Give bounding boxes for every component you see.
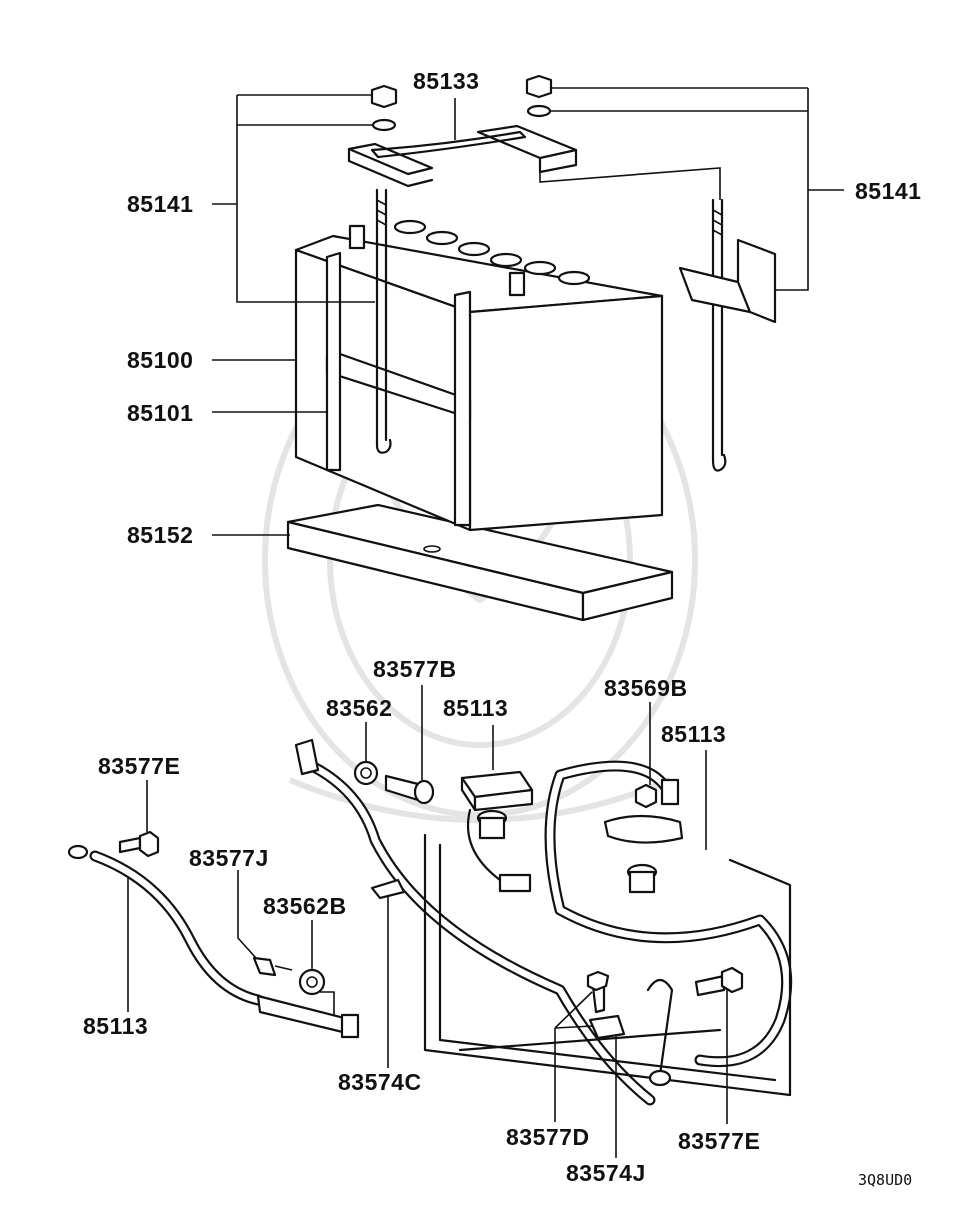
small-hardware xyxy=(118,760,744,1087)
cable-left xyxy=(67,844,360,1039)
washer-center xyxy=(353,760,379,786)
cable-right xyxy=(544,760,793,1068)
cable-harness-frame xyxy=(423,833,792,1097)
terminal-post-left xyxy=(348,224,366,250)
battery-terminals xyxy=(476,809,684,894)
label-85133: 85133 xyxy=(413,68,479,94)
bolt-e-left xyxy=(118,836,142,854)
label-83577E-left: 83577E xyxy=(98,753,180,779)
label-85101: 85101 xyxy=(127,400,193,426)
part-labels: 85133 85141 85141 85100 85101 85152 8357… xyxy=(83,68,921,1189)
terminal-post-right xyxy=(508,271,526,297)
nut-b xyxy=(634,783,658,809)
label-85113-right: 85113 xyxy=(661,721,726,747)
label-85100: 85100 xyxy=(127,347,193,373)
washer-b xyxy=(298,968,326,996)
leader-lines xyxy=(127,87,844,1158)
nut-top-right xyxy=(525,74,553,118)
label-83574J: 83574J xyxy=(566,1160,646,1186)
label-85152: 85152 xyxy=(127,522,193,548)
clip-c xyxy=(370,878,406,900)
bolt-j xyxy=(252,956,277,977)
label-83562: 83562 xyxy=(326,695,392,721)
fusible-link-box xyxy=(460,770,534,893)
battery-band xyxy=(325,251,472,527)
label-83569B: 83569B xyxy=(604,675,688,701)
label-83577D: 83577D xyxy=(506,1124,590,1150)
label-83577J: 83577J xyxy=(189,845,269,871)
bolt-e-right xyxy=(694,974,726,997)
cable-center xyxy=(294,738,656,1106)
clip-j xyxy=(588,1014,626,1040)
label-83562B: 83562B xyxy=(263,893,347,919)
label-83574C: 83574C xyxy=(338,1069,422,1095)
battery-tray xyxy=(286,503,674,622)
label-85141-left: 85141 xyxy=(127,191,193,217)
battery-caps xyxy=(393,219,591,286)
hold-down-rod-right xyxy=(678,198,777,472)
diagram-code: 3Q8UD0 xyxy=(858,1171,912,1189)
label-85141-right: 85141 xyxy=(855,178,921,204)
label-85113-left: 85113 xyxy=(83,1013,148,1039)
label-85113-center: 85113 xyxy=(443,695,508,721)
nut-top-left xyxy=(370,84,398,132)
hold-down-rod-left xyxy=(375,188,392,454)
label-83577E-right: 83577E xyxy=(678,1128,760,1154)
label-83577B: 83577B xyxy=(373,656,457,682)
hold-down-bracket xyxy=(347,124,578,188)
